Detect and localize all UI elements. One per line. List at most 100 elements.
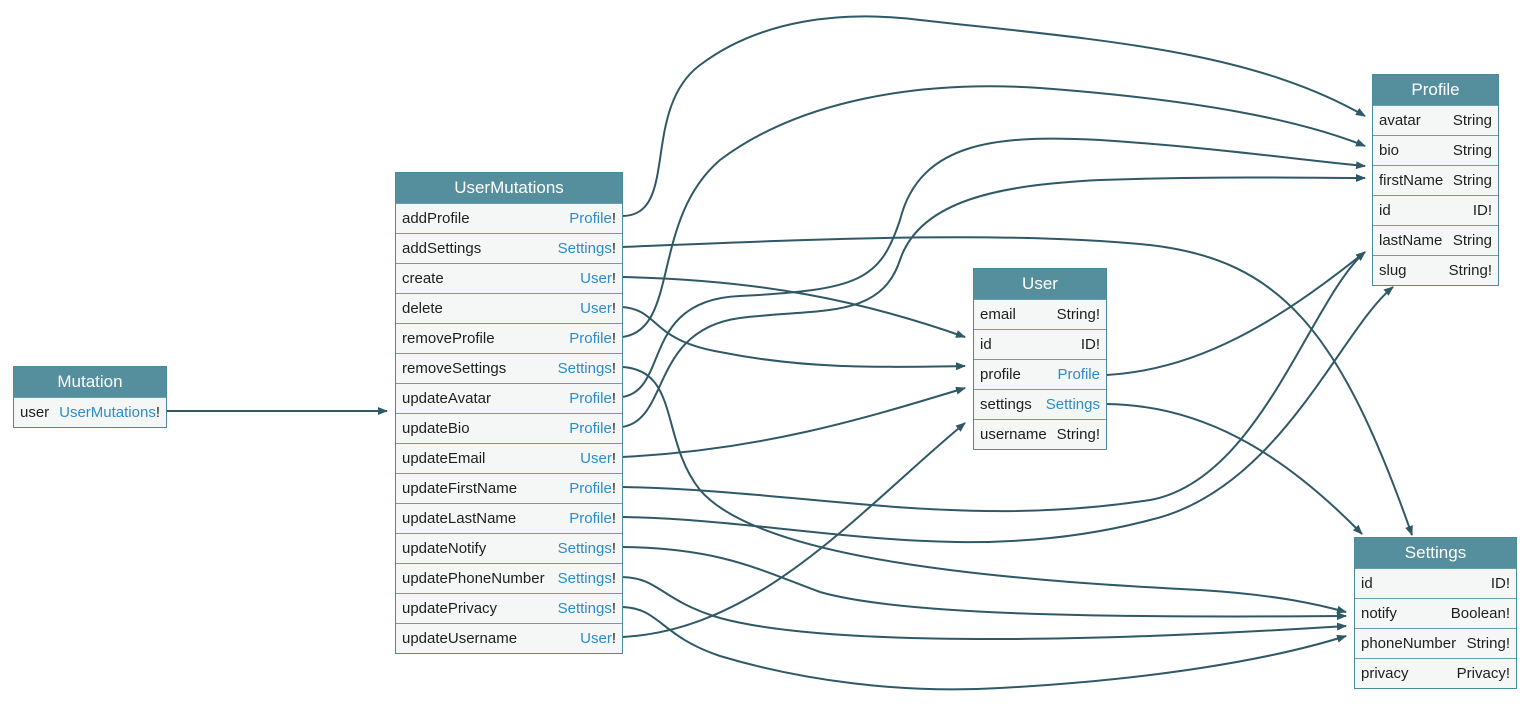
- field-name: settings: [980, 396, 1032, 413]
- field-row-slug[interactable]: slug String!: [1373, 255, 1498, 285]
- field-row-bio[interactable]: bio String: [1373, 135, 1498, 165]
- field-row-delete[interactable]: delete User!: [396, 293, 622, 323]
- field-type: String: [1452, 142, 1492, 159]
- edge-user-settings: [1105, 403, 1363, 535]
- edge-user-profile: [1105, 251, 1366, 376]
- edge-removeSettings: [621, 366, 1347, 614]
- field-type: ID!: [1080, 336, 1100, 353]
- field-type: String!: [1056, 306, 1100, 323]
- field-name: updatePrivacy: [402, 600, 498, 617]
- field-name: bio: [1379, 142, 1400, 159]
- field-type: String!: [1448, 262, 1492, 279]
- field-name: lastName: [1379, 232, 1443, 249]
- edge-create: [621, 276, 966, 338]
- node-title: Profile: [1373, 75, 1498, 105]
- field-type: Boolean!: [1450, 605, 1510, 622]
- field-type: Privacy!: [1456, 665, 1510, 682]
- edge-updatePhoneNumber: [621, 576, 1347, 641]
- field-type: String!: [1056, 426, 1100, 443]
- field-name: delete: [402, 300, 443, 317]
- node-title: Settings: [1355, 538, 1516, 568]
- edge-updateEmail: [621, 386, 966, 458]
- field-name: addProfile: [402, 210, 470, 227]
- field-row-settings[interactable]: settings Settings: [974, 389, 1106, 419]
- edge-updateUsername: [621, 422, 966, 638]
- field-name: updatePhoneNumber: [402, 570, 545, 587]
- field-name: updateEmail: [402, 450, 486, 467]
- field-name: updateFirstName: [402, 480, 518, 497]
- field-name: firstName: [1379, 172, 1444, 189]
- field-type: User!: [580, 270, 616, 287]
- field-type: User!: [580, 630, 616, 647]
- field-row-lastName[interactable]: lastName String: [1373, 225, 1498, 255]
- field-type: String!: [1466, 635, 1510, 652]
- field-row-updateNotify[interactable]: updateNotify Settings!: [396, 533, 622, 563]
- field-name: email: [980, 306, 1016, 323]
- field-type: String: [1452, 112, 1492, 129]
- edge-updateNotify: [621, 546, 1347, 621]
- edge-addSettings: [621, 236, 1413, 536]
- field-name: profile: [980, 366, 1021, 383]
- field-name: create: [402, 270, 444, 287]
- node-title: UserMutations: [396, 173, 622, 203]
- edge-updateFirstName: [621, 251, 1366, 513]
- field-type: User!: [580, 300, 616, 317]
- field-name: updateNotify: [402, 540, 487, 557]
- field-type: Settings!: [557, 600, 616, 617]
- field-row-username[interactable]: username String!: [974, 419, 1106, 449]
- field-name: slug: [1379, 262, 1407, 279]
- field-type: ID!: [1490, 575, 1510, 592]
- field-type: User!: [580, 450, 616, 467]
- field-type: Profile!: [569, 480, 616, 497]
- field-name: id: [980, 336, 992, 353]
- field-type: Settings!: [557, 360, 616, 377]
- field-row-privacy[interactable]: privacy Privacy!: [1355, 658, 1516, 688]
- field-type: Settings!: [557, 540, 616, 557]
- node-title: User: [974, 269, 1106, 299]
- field-row-updateAvatar[interactable]: updateAvatar Profile!: [396, 383, 622, 413]
- field-name: username: [980, 426, 1047, 443]
- node-title: Mutation: [14, 367, 166, 397]
- field-name: updateAvatar: [402, 390, 491, 407]
- edge-updateBio: [621, 173, 1366, 428]
- field-name: privacy: [1361, 665, 1409, 682]
- field-row-updateFirstName[interactable]: updateFirstName Profile!: [396, 473, 622, 503]
- field-type: Profile!: [569, 510, 616, 527]
- field-type: Profile!: [569, 390, 616, 407]
- field-row-updatePhoneNumber[interactable]: updatePhoneNumber Settings!: [396, 563, 622, 593]
- field-row[interactable]: user UserMutations!: [14, 397, 166, 427]
- field-type: Settings: [1045, 396, 1100, 413]
- field-row-updatePrivacy[interactable]: updatePrivacy Settings!: [396, 593, 622, 623]
- field-row-email[interactable]: email String!: [974, 299, 1106, 329]
- field-row-id[interactable]: id ID!: [974, 329, 1106, 359]
- node-mutation[interactable]: Mutation user UserMutations!: [13, 366, 167, 428]
- field-type: String: [1452, 232, 1492, 249]
- field-type: Settings!: [557, 570, 616, 587]
- field-name: addSettings: [402, 240, 482, 257]
- edge-addProfile: [621, 15, 1366, 217]
- edge-updateLastName: [621, 286, 1394, 544]
- field-row-updateEmail[interactable]: updateEmail User!: [396, 443, 622, 473]
- edge-removeProfile: [621, 85, 1366, 338]
- field-name: removeSettings: [402, 360, 507, 377]
- field-row-removeSettings[interactable]: removeSettings Settings!: [396, 353, 622, 383]
- field-row-create[interactable]: create User!: [396, 263, 622, 293]
